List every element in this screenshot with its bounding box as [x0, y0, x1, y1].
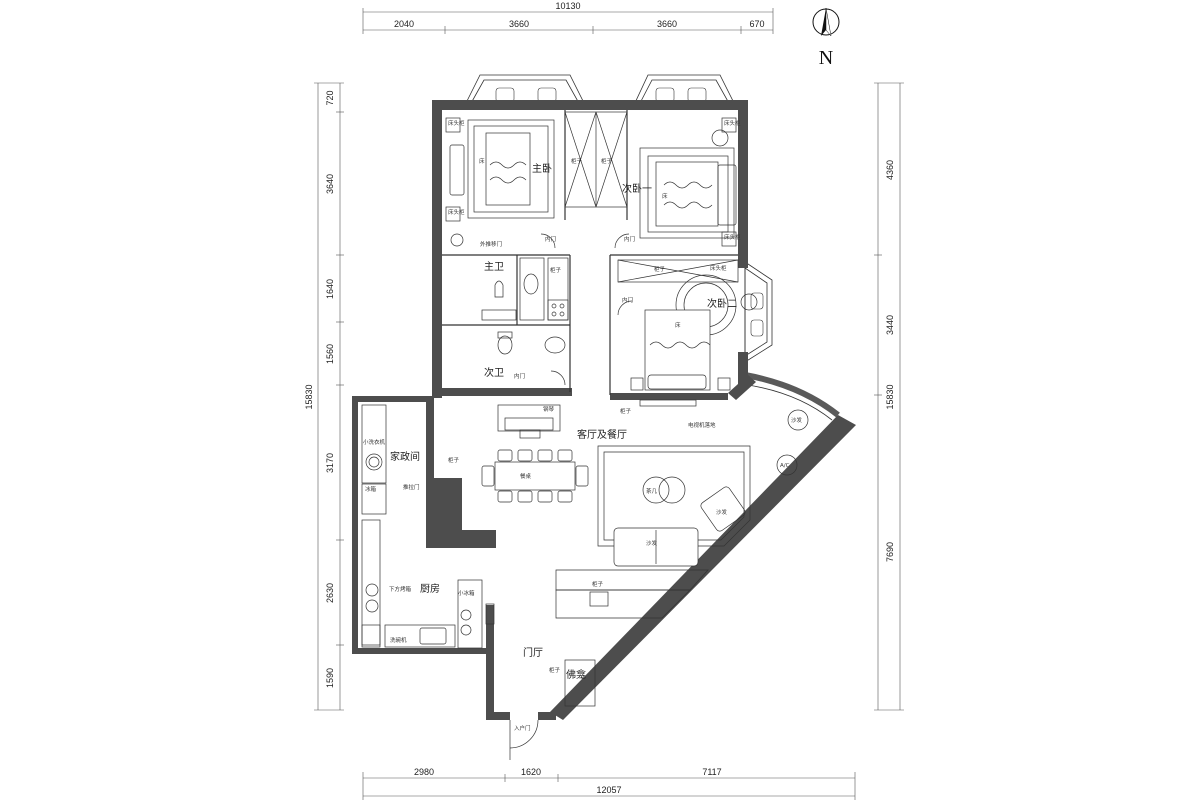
label-piano: 钢琴	[543, 405, 555, 413]
walls	[352, 100, 856, 720]
third-bedroom-labels: 次卧二 床 柜子 内门 床头柜	[622, 264, 737, 329]
label-cabinet-bath: 柜子	[550, 266, 562, 274]
dim-right-1: 4360	[885, 160, 895, 180]
bay-windows	[464, 74, 840, 421]
dim-left-7: 1590	[325, 668, 335, 688]
label-nightstand-4: 床头柜	[724, 233, 741, 241]
dim-top-total: 10130	[555, 1, 580, 11]
dim-left-5: 3170	[325, 453, 335, 473]
label-door-1: 内门	[545, 235, 556, 243]
third-bedroom-furniture	[617, 259, 758, 391]
label-entry-door: 入户门	[514, 724, 531, 732]
label-coffee-table: 茶几	[646, 487, 658, 495]
master-bedroom-labels: 主卧 床 柜子 柜子 床头柜 床头柜 内门 外推移门	[448, 119, 613, 248]
bathroom-fixtures	[481, 257, 569, 386]
dim-bottom-2: 1620	[521, 767, 541, 777]
label-wardrobe-1: 柜子	[571, 157, 583, 165]
label-nightstand-1: 床头柜	[448, 119, 465, 127]
dim-left-1: 720	[325, 90, 335, 105]
dim-right-3: 7690	[885, 542, 895, 562]
label-wardrobe-2: 柜子	[601, 157, 613, 165]
label-cabinet-foyer: 柜子	[549, 666, 561, 674]
label-wardrobe-3: 柜子	[654, 265, 666, 273]
label-bed-2: 床	[662, 192, 668, 200]
utility-kitchen-fixtures	[361, 404, 596, 760]
label-laundry: 小洗衣机	[363, 438, 386, 446]
label-mini-fridge: 小冰箱	[458, 589, 475, 597]
room-second-bedroom: 次卧一	[622, 182, 652, 195]
north-arrow-icon: N	[812, 7, 840, 69]
label-shower-door: 外推移门	[480, 240, 502, 248]
label-sofa: 沙发	[646, 539, 658, 547]
label-cabinet-long: 柜子	[592, 580, 604, 588]
room-master-bedroom: 主卧	[532, 162, 552, 175]
dim-bottom-1: 2980	[414, 767, 434, 777]
dim-left-2: 3640	[325, 174, 335, 194]
label-nightstand-5: 床头柜	[710, 264, 727, 272]
dimension-text: 10130 2040 3660 3660 670 2980 1620 7117 …	[304, 1, 895, 795]
label-door-bath: 内门	[514, 372, 525, 380]
label-nightstand-2: 床头柜	[448, 208, 465, 216]
room-shrine: 佛龛	[566, 668, 586, 681]
second-bedroom-furniture	[639, 117, 737, 247]
label-door-2: 内门	[624, 235, 635, 243]
dim-left-total: 15830	[304, 384, 314, 409]
label-door-3: 内门	[622, 296, 633, 304]
label-sliding-door: 推拉门	[403, 483, 420, 491]
compass-label: N	[819, 47, 833, 69]
label-dining-table: 餐桌	[520, 472, 532, 480]
dim-top-3: 3660	[657, 19, 677, 29]
label-sofa-chair: 沙发	[791, 416, 803, 424]
bathroom-labels: 主卫 次卫 柜子 内门	[484, 261, 562, 380]
room-utility: 家政间	[390, 450, 420, 463]
label-nightstand-3: 床头柜	[724, 119, 741, 127]
living-dining-labels: 客厅及餐厅 钢琴 柜子 电视机落地 餐桌 茶几 沙发 沙发 沙发 A/C 柜子 …	[448, 405, 803, 588]
dim-left-4: 1560	[325, 344, 335, 364]
dim-top-4: 670	[749, 19, 764, 29]
dim-right-total: 15830	[885, 384, 895, 409]
room-living-dining: 客厅及餐厅	[577, 428, 627, 441]
dim-left-6: 2630	[325, 583, 335, 603]
room-kitchen: 厨房	[420, 582, 440, 595]
label-tv-floor: 电视机落地	[688, 421, 716, 429]
dimension-lines	[314, 8, 904, 800]
dim-top-2: 3660	[509, 19, 529, 29]
label-tv-cabinet-left: 柜子	[620, 407, 632, 415]
label-cabinet-dining: 柜子	[448, 456, 460, 464]
dim-bottom-total: 12057	[596, 785, 621, 795]
label-armchair: 沙发	[716, 508, 728, 516]
label-bed-3: 床	[675, 321, 681, 329]
second-bedroom-labels: 次卧一 床 内门 床头柜 床头柜	[622, 119, 741, 243]
dim-right-2: 3440	[885, 315, 895, 335]
master-bedroom-furniture	[445, 111, 630, 249]
label-bed-1: 床	[479, 157, 485, 165]
label-aircon: A/C	[780, 463, 790, 469]
dim-bottom-3: 7117	[702, 767, 721, 777]
label-fridge: 冰箱	[365, 485, 377, 493]
dim-top-1: 2040	[394, 19, 414, 29]
label-stove: 下方烤箱	[389, 585, 412, 593]
dim-left-3: 1640	[325, 279, 335, 299]
label-dishwasher: 洗碗机	[390, 636, 407, 644]
room-third-bedroom: 次卧二	[707, 297, 737, 310]
utility-kitchen-labels: 家政间 厨房 门厅 佛龛 小洗衣机 冰箱 下方烤箱 洗碗机 小冰箱 推拉门 入户…	[363, 438, 586, 732]
room-foyer: 门厅	[523, 646, 543, 659]
living-dining-furniture	[481, 399, 809, 619]
room-master-bath: 主卫	[484, 261, 504, 273]
room-second-bath: 次卫	[484, 366, 504, 379]
